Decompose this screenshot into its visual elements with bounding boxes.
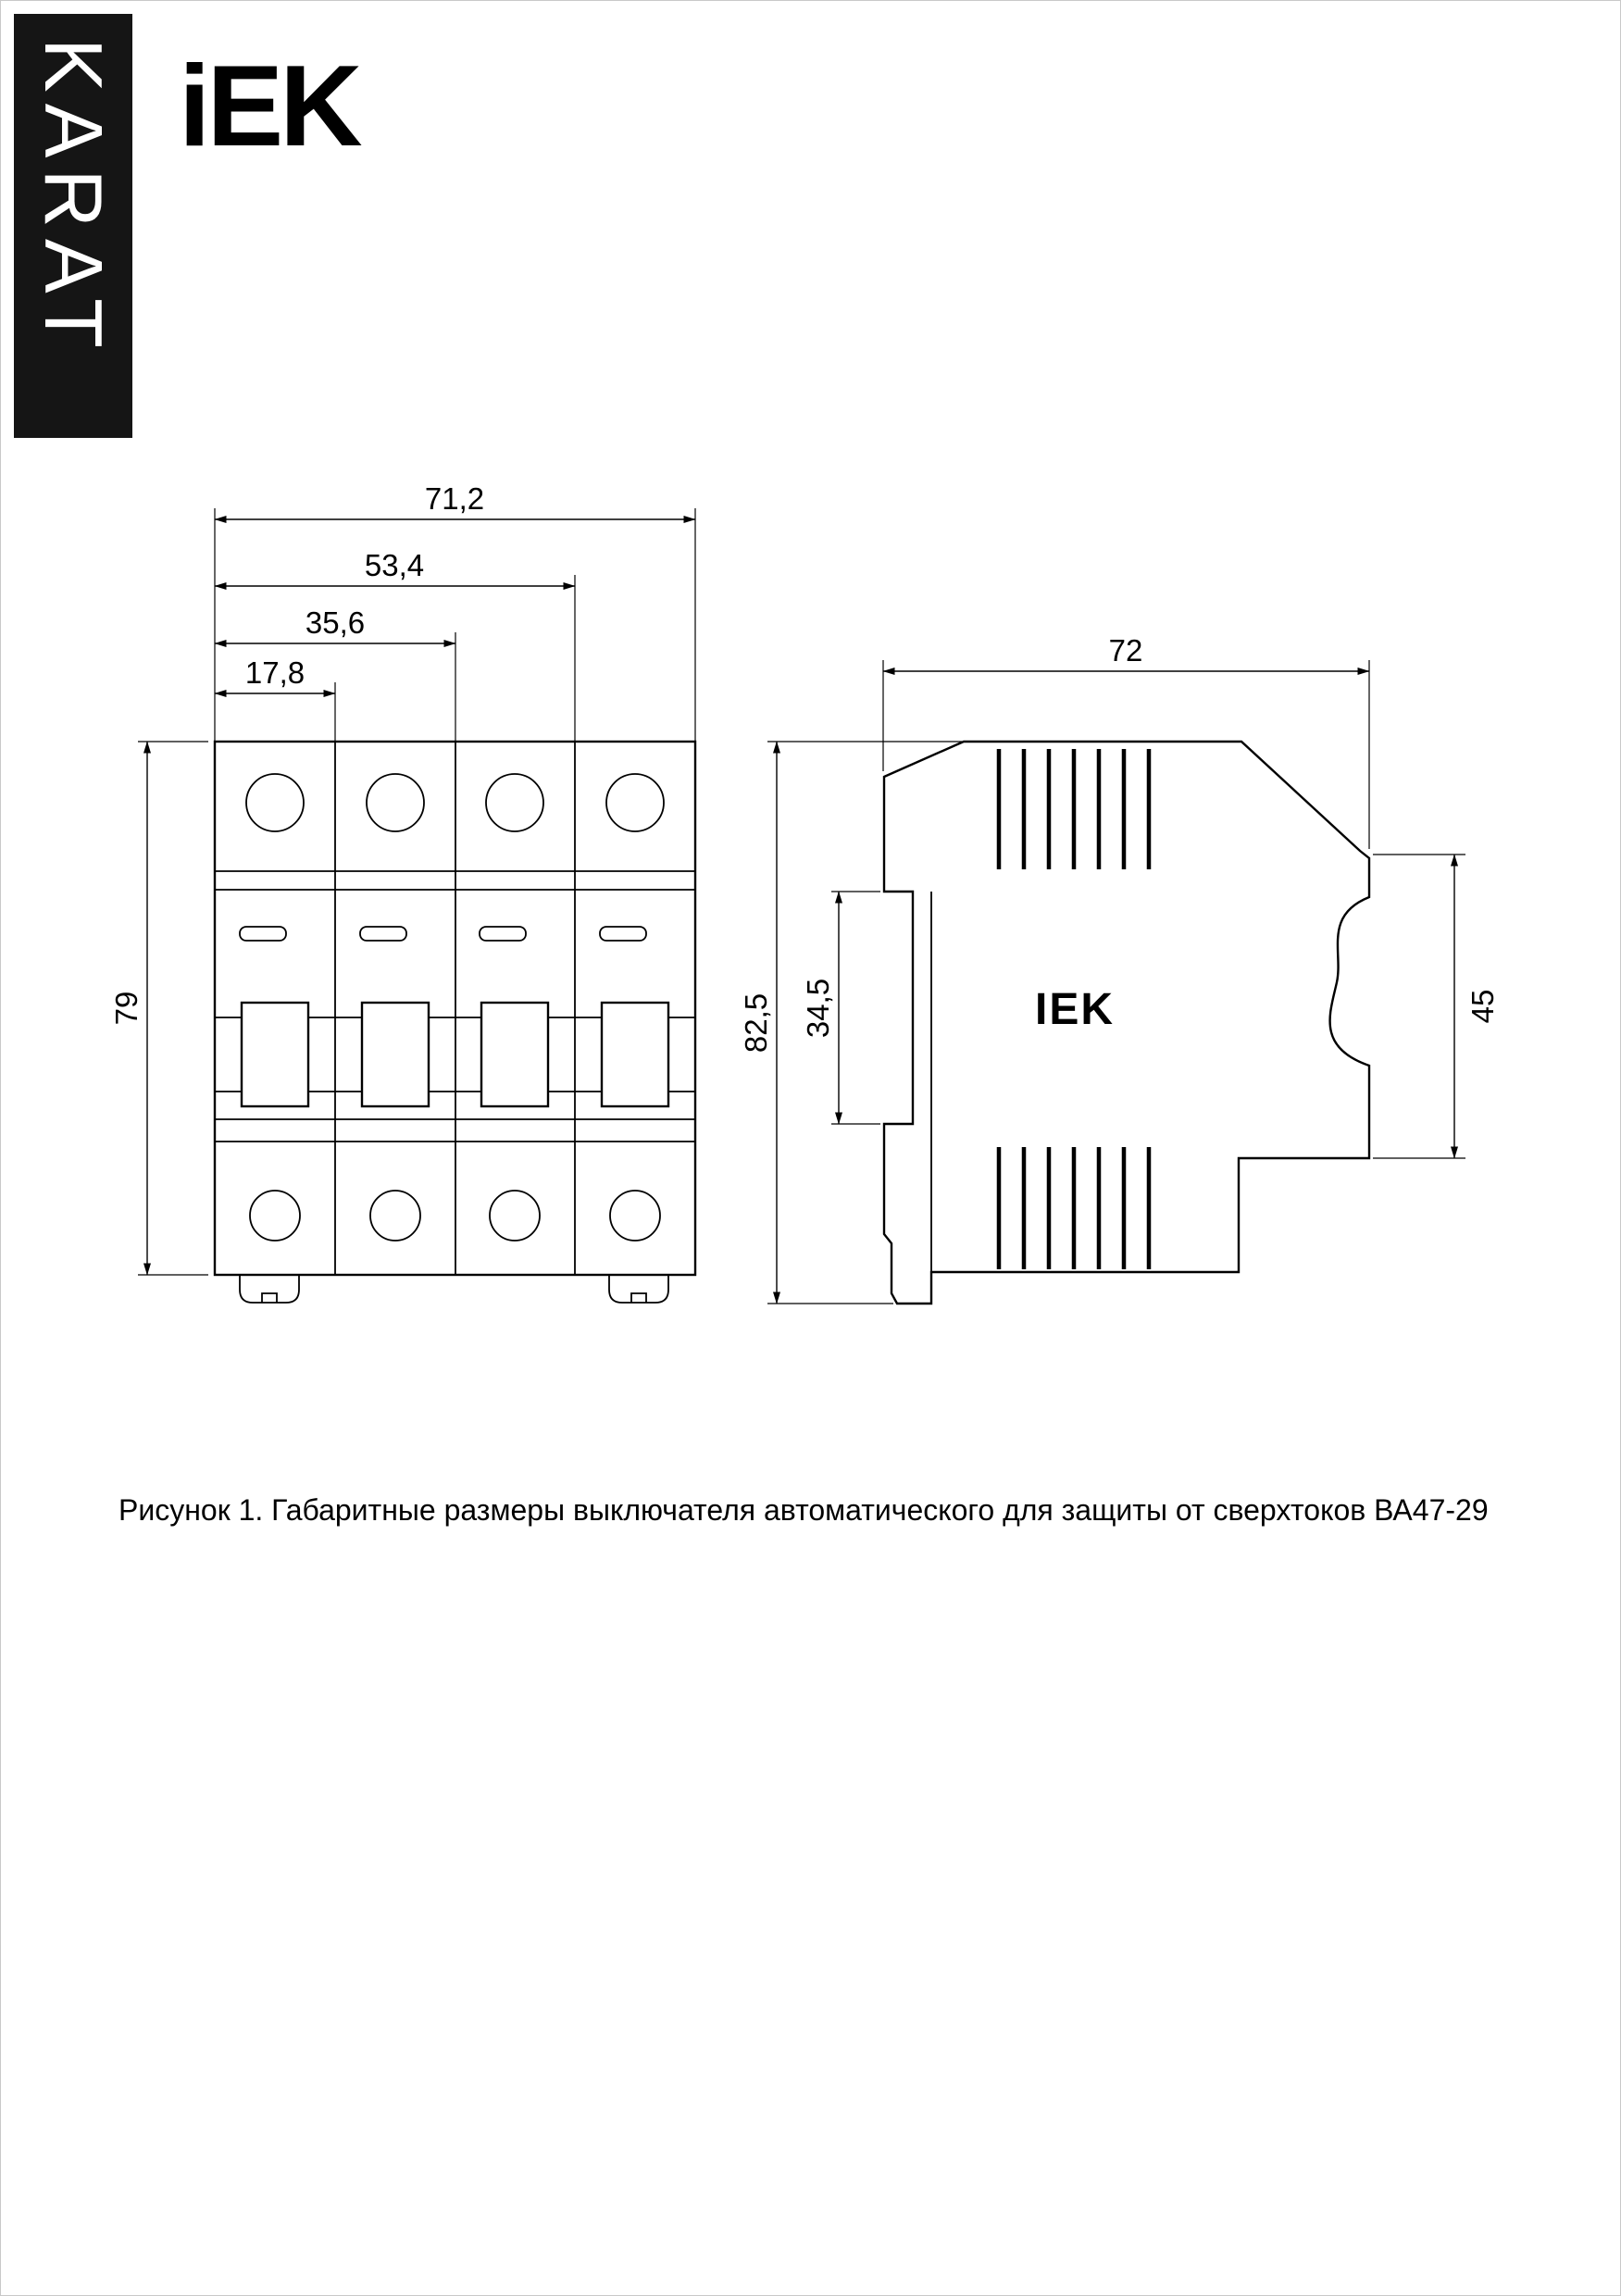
terminal-screw-hole [605, 773, 665, 832]
karat-logo-text: KARAT [28, 38, 119, 359]
dim-height-total: 82,5 [739, 993, 773, 1053]
front-view: 71,2 53,4 35,6 17,8 79 [109, 481, 697, 1304]
dim-front-height: 45 [1465, 990, 1500, 1024]
dim-width-two-modules: 35,6 [305, 605, 365, 640]
karat-brand-bar: KARAT [14, 14, 132, 438]
dim-width-total: 71,2 [425, 481, 484, 516]
indicator-slot [599, 926, 647, 942]
indicator-slot [239, 926, 287, 942]
iek-housing-logo: IEK [1035, 985, 1115, 1034]
ventilation-ribs-top [996, 749, 1152, 869]
toggle-handle [360, 1001, 430, 1108]
terminal-screw-hole [245, 773, 305, 832]
side-view-dimensions: 72 82,5 34,5 45 [739, 633, 1500, 1304]
dim-width-one-module: 17,8 [245, 655, 305, 690]
iek-logo: iEK [179, 43, 363, 170]
ventilation-ribs-bottom [996, 1147, 1152, 1269]
indicator-slot [359, 926, 407, 942]
dim-din-clip: 34,5 [801, 979, 835, 1038]
dim-depth: 72 [1109, 633, 1143, 668]
terminal-screw-hole [609, 1190, 661, 1242]
terminal-screw-hole [249, 1190, 301, 1242]
mounting-foot [608, 1275, 669, 1304]
terminal-screw-hole [489, 1190, 541, 1242]
dim-width-three-modules: 53,4 [365, 548, 424, 582]
toggle-handle [480, 1001, 550, 1108]
toggle-handle [240, 1001, 310, 1108]
terminal-screw-hole [485, 773, 544, 832]
side-view: IEK 72 82,5 34,5 [739, 633, 1500, 1305]
indicator-slot [479, 926, 527, 942]
dim-height-front: 79 [109, 992, 143, 1026]
toggle-handle [600, 1001, 670, 1108]
mounting-foot [239, 1275, 300, 1304]
terminal-screw-hole [366, 773, 425, 832]
breaker-body-side [882, 740, 1371, 1305]
front-view-dimensions: 71,2 53,4 35,6 17,8 79 [109, 481, 696, 1276]
terminal-screw-hole [369, 1190, 421, 1242]
figure-caption: Рисунок 1. Габаритные размеры выключател… [118, 1493, 1489, 1527]
